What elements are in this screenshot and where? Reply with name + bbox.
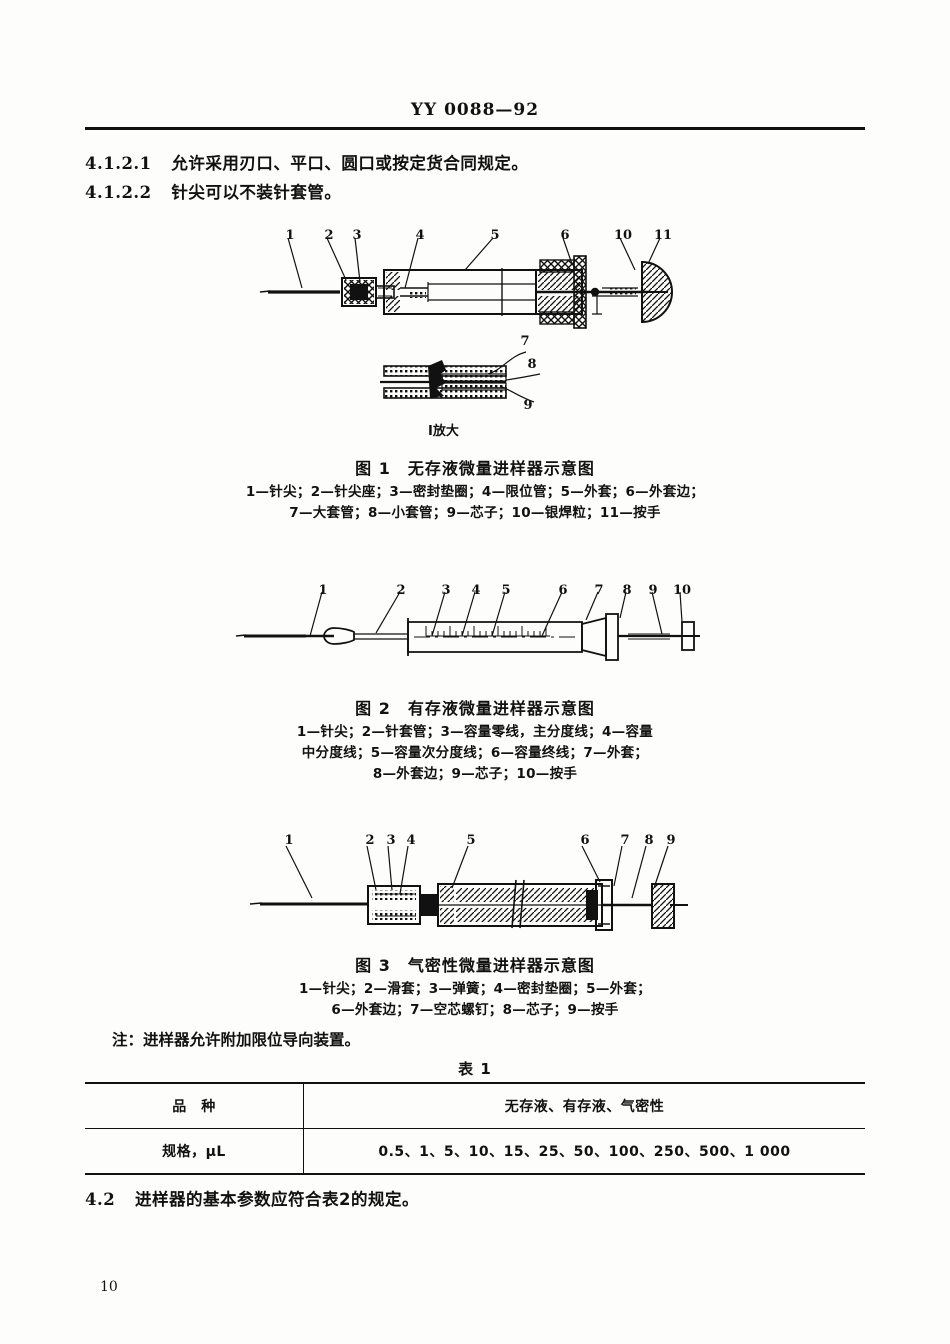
clause-4-1-2-2: 4.1.2.2 针尖可以不装针套管。 — [85, 179, 341, 203]
figure-1-drawing — [250, 222, 700, 332]
table-1: 品 种 无存液、有存液、气密性 规格，μL 0.5、1、5、10、15、25、5… — [85, 1082, 865, 1175]
figure-3-legend-line-1: 1—针尖；2—滑套；3—弹簧；4—密封垫圈；5—外套； — [298, 981, 652, 997]
figure-1-callout-5: 5 — [490, 228, 500, 243]
figure-1-detail-callout-7: 7 — [520, 334, 530, 349]
figure-3-callout-3: 3 — [386, 833, 396, 848]
figure-1-legend-line-2: 7—大套管；8—小套管；9—芯子；10—银焊粒；11—按手 — [289, 505, 661, 521]
page-number: 10 — [100, 1279, 118, 1295]
table-cell-spec-label: 规格，μL — [85, 1128, 304, 1175]
figure-2-legend-line-3: 8—外套边；9—芯子；10—按手 — [372, 766, 578, 782]
figure-2-callout-5: 5 — [501, 583, 511, 598]
table-1-label: 表 1 — [458, 1060, 492, 1078]
clause-number: 4.1.2.2 — [85, 183, 152, 202]
figure-3-callout-9: 9 — [666, 833, 676, 848]
table-cell-spec-value: 0.5、1、5、10、15、25、50、100、250、500、1 000 — [303, 1128, 865, 1175]
table-row: 规格，μL 0.5、1、5、10、15、25、50、100、250、500、1 … — [85, 1128, 865, 1175]
clause-4-2: 4.2 进样器的基本参数应符合表2的规定。 — [85, 1186, 419, 1210]
figure-3-callout-7: 7 — [620, 833, 630, 848]
figure-1-callout-1: 1 — [285, 228, 295, 243]
figure-3-callout-4: 4 — [406, 833, 416, 848]
figure-1-callout-4: 4 — [415, 228, 425, 243]
figure-3-legend: 1—针尖；2—滑套；3—弹簧；4—密封垫圈；5—外套； 6—外套边；7—空芯螺钉… — [0, 979, 950, 1021]
figure-3-callout-2: 2 — [365, 833, 375, 848]
figure-1-callout-2: 2 — [324, 228, 334, 243]
figure-1-legend-line-1: 1—针尖；2—针尖座；3—密封垫圈；4—限位管；5—外套；6—外套边； — [245, 484, 705, 500]
figure-1-callout-11: 11 — [654, 228, 673, 243]
clause-4-1-2-1: 4.1.2.1 允许采用刃口、平口、圆口或按定货合同规定。 — [85, 150, 528, 174]
figure-2-callout-4: 4 — [471, 583, 481, 598]
table-row: 品 种 无存液、有存液、气密性 — [85, 1082, 865, 1129]
figure-1-legend: 1—针尖；2—针尖座；3—密封垫圈；4—限位管；5—外套；6—外套边； 7—大套… — [0, 482, 950, 524]
figure-1-callout-3: 3 — [352, 228, 362, 243]
clause-number: 4.2 — [85, 1190, 116, 1209]
table-cell-variety-label: 品 种 — [85, 1082, 304, 1129]
figure-3-caption: 图 3 气密性微量进样器示意图 — [355, 956, 595, 975]
figure-2-drawing — [230, 578, 730, 668]
figure-2-callout-7: 7 — [594, 583, 604, 598]
figure-2-legend: 1—针尖；2—针套管；3—容量零线，主分度线；4—容量 中分度线；5—容量次分度… — [0, 722, 950, 785]
figure-2-callout-2: 2 — [396, 583, 406, 598]
table-cell-variety-value: 无存液、有存液、气密性 — [303, 1082, 865, 1129]
figure-3-callout-1: 1 — [284, 833, 294, 848]
clause-text: 进样器的基本参数应符合表2的规定。 — [134, 1190, 419, 1209]
figure-3-callout-5: 5 — [466, 833, 476, 848]
header-rule — [85, 127, 865, 130]
figure-2-callout-1: 1 — [318, 583, 328, 598]
figure-3-callout-8: 8 — [644, 833, 654, 848]
figure-3-callout-6: 6 — [580, 833, 590, 848]
figure-2-caption: 图 2 有存液微量进样器示意图 — [355, 699, 595, 718]
figure-3-drawing — [240, 828, 700, 938]
figure-2-callout-10: 10 — [673, 583, 692, 598]
figure-2-legend-line-1: 1—针尖；2—针套管；3—容量零线，主分度线；4—容量 — [296, 724, 654, 740]
figure-2-callout-6: 6 — [558, 583, 568, 598]
figure-1-detail-callout-9: 9 — [523, 398, 533, 413]
figure-1-detail-label: I放大 — [428, 424, 459, 439]
clause-number: 4.1.2.1 — [85, 154, 152, 173]
page-header-standard-number: YY 0088—92 — [410, 100, 540, 120]
clause-text: 针尖可以不装针套管。 — [171, 183, 342, 202]
clause-text: 允许采用刃口、平口、圆口或按定货合同规定。 — [171, 154, 529, 173]
figure-2-callout-9: 9 — [648, 583, 658, 598]
figure-1-caption: 图 1 无存液微量进样器示意图 — [355, 459, 595, 478]
figure-3-legend-line-2: 6—外套边；7—空芯螺钉；8—芯子；9—按手 — [331, 1002, 619, 1018]
figure-1-detail-drawing — [380, 330, 580, 410]
figure-2-callout-8: 8 — [622, 583, 632, 598]
figure-2-callout-3: 3 — [441, 583, 451, 598]
figure-1-detail-callout-8: 8 — [527, 357, 537, 372]
figure-1-callout-10: 10 — [614, 228, 633, 243]
figure-2-legend-line-2: 中分度线；5—容量次分度线；6—容量终线；7—外套； — [301, 745, 649, 761]
note-text: 注：进样器允许附加限位导向装置。 — [112, 1031, 361, 1049]
figure-1-callout-6: 6 — [560, 228, 570, 243]
